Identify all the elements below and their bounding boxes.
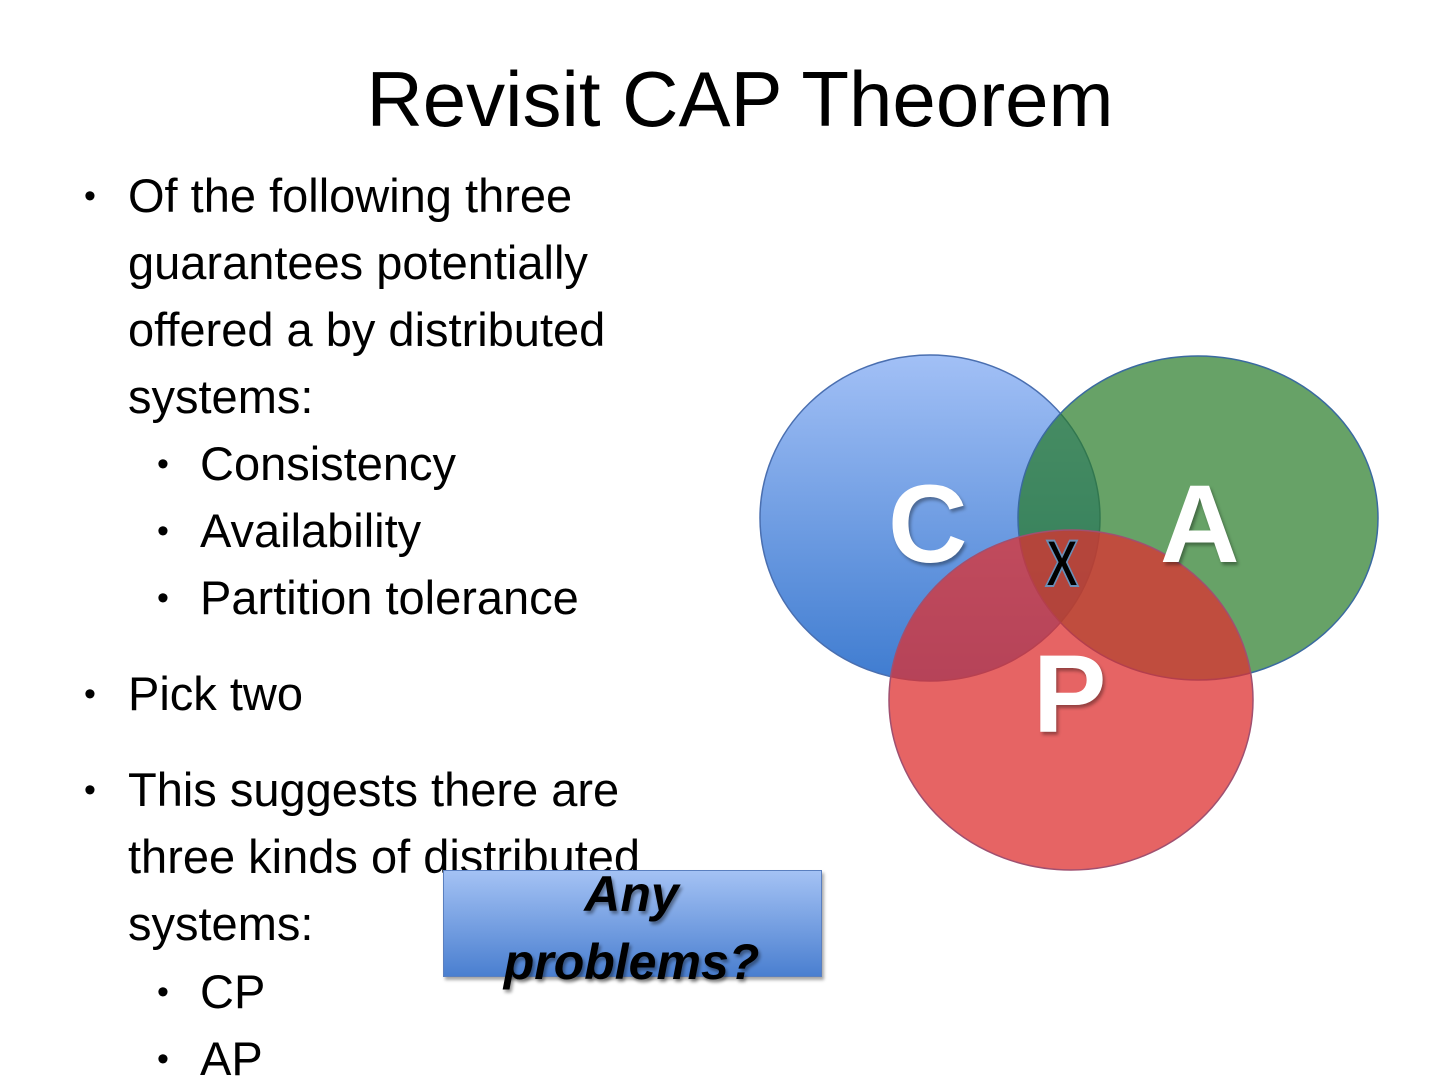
intersection-x-mark: X	[1045, 526, 1080, 600]
sub-bullet-dot: •	[157, 512, 169, 550]
bullet-text: guarantees potentially	[128, 236, 588, 289]
venn-label-p: P	[1033, 633, 1107, 756]
sub-bullet-dot: •	[157, 1040, 169, 1078]
bullet-text: systems:	[128, 897, 314, 950]
bullet-dot: •	[84, 771, 96, 809]
bullet-text: systems:	[128, 370, 314, 423]
bullet-text: This suggests there are	[128, 763, 620, 816]
bullet-text: Pick two	[128, 667, 303, 720]
sub-bullet-cp: CP	[200, 965, 266, 1018]
bullet-text: Of the following three	[128, 169, 573, 222]
sub-bullet-ap: AP	[200, 1032, 263, 1085]
venn-label-a: A	[1160, 463, 1240, 586]
venn-label-c: C	[888, 463, 968, 586]
bullet-dot: •	[84, 177, 96, 215]
sub-bullet-consistency: Consistency	[200, 437, 456, 490]
callout-line-2: problems?	[503, 934, 760, 990]
sub-bullet-dot: •	[157, 973, 169, 1011]
bullet-text: offered a by distributed	[128, 303, 606, 356]
any-problems-callout	[443, 870, 822, 977]
sub-bullet-availability: Availability	[200, 504, 422, 557]
slide-title: Revisit CAP Theorem	[366, 55, 1114, 143]
callout-text: Any problems?	[443, 864, 820, 992]
callout-line-1: Any	[584, 866, 679, 922]
sub-bullet-dot: •	[157, 445, 169, 483]
bullet-dot: •	[84, 675, 96, 713]
sub-bullet-dot: •	[157, 579, 169, 617]
sub-bullet-partition: Partition tolerance	[200, 571, 579, 624]
venn-circle-p	[888, 529, 1254, 871]
